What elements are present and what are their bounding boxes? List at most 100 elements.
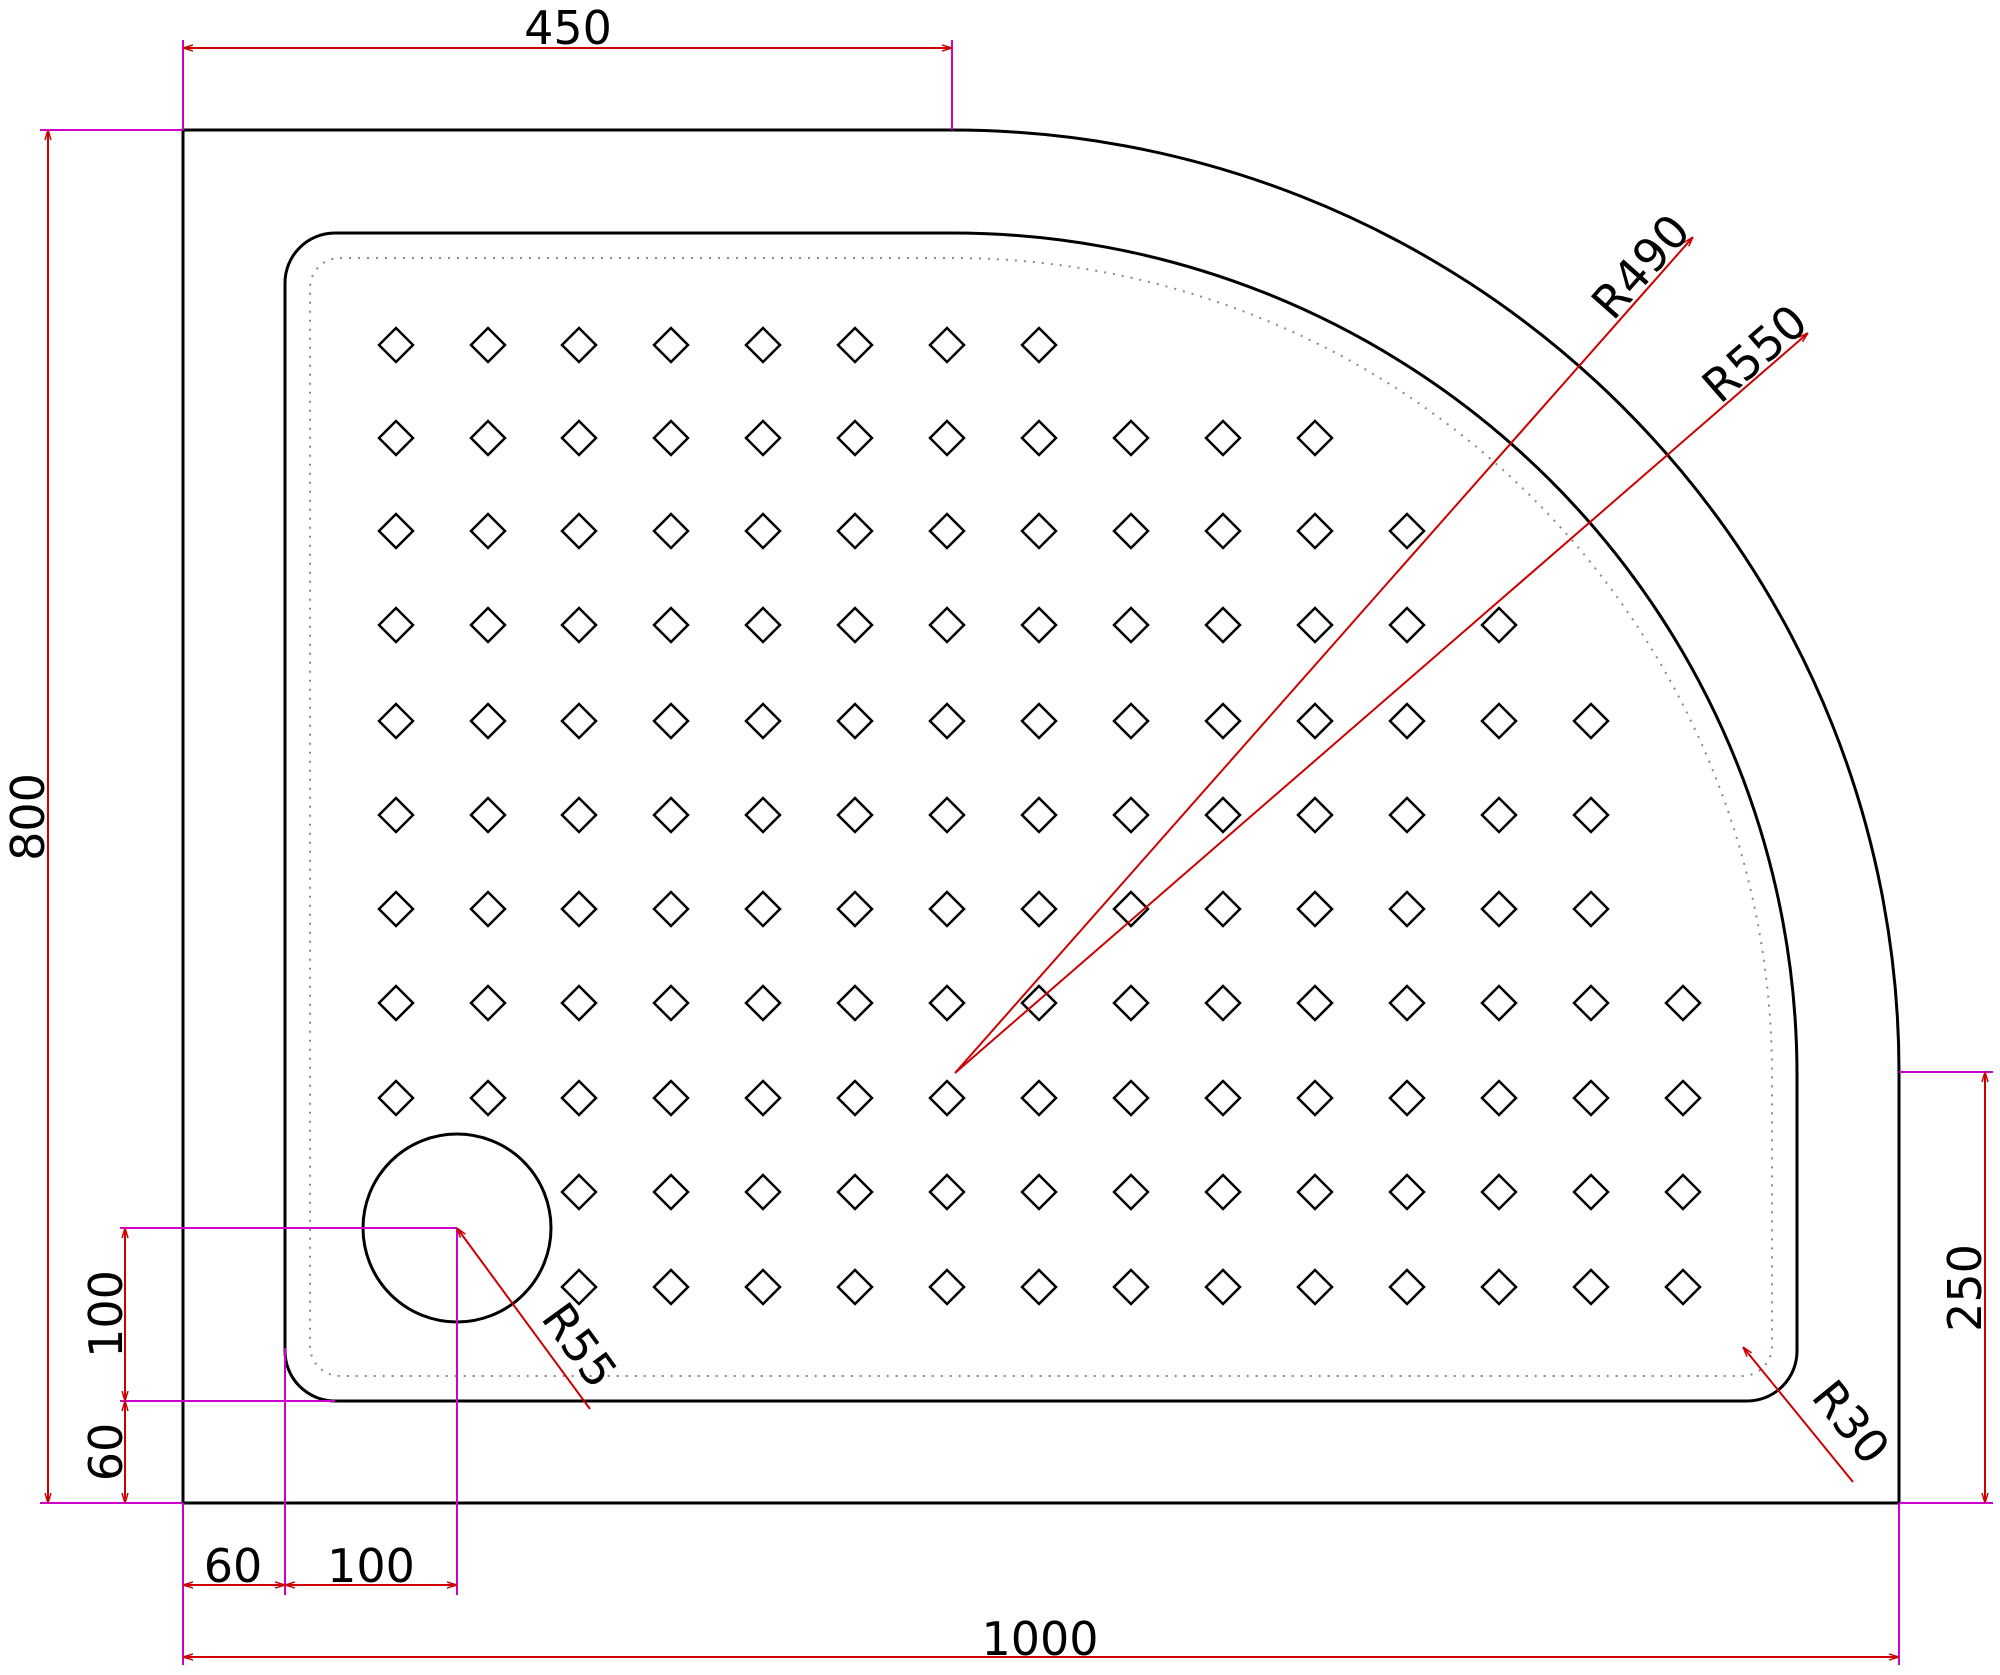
anti-slip-diamond [836,890,874,928]
anti-slip-diamond [1112,1173,1150,1211]
anti-slip-diamond [560,984,598,1022]
anti-slip-diamond [928,796,966,834]
anti-slip-diamond [1296,1079,1334,1117]
anti-slip-diamond [652,1268,690,1306]
anti-slip-diamond [560,326,598,364]
anti-slip-diamond [1664,984,1702,1022]
anti-slip-diamond [744,1079,782,1117]
anti-slip-diamond-pattern [377,326,1702,1306]
anti-slip-diamond [744,1173,782,1211]
anti-slip-diamond [744,984,782,1022]
tray-outer-outline [181,128,1901,1505]
anti-slip-diamond [560,1079,598,1117]
anti-slip-diamond [469,512,507,550]
anti-slip-diamond [560,796,598,834]
anti-slip-diamond [1020,1079,1058,1117]
anti-slip-diamond [469,702,507,740]
anti-slip-diamond [1112,606,1150,644]
anti-slip-diamond [1112,702,1150,740]
anti-slip-diamond [1388,1079,1426,1117]
anti-slip-diamond [469,1079,507,1117]
anti-slip-diamond [744,419,782,457]
anti-slip-diamond [1112,890,1150,928]
anti-slip-diamond [1388,512,1426,550]
dim-left-100: 100 [79,1270,133,1358]
anti-slip-diamond [1204,702,1242,740]
radius-r550-label: R550 [1692,294,1818,413]
dim-top-450: 450 [524,1,612,55]
anti-slip-diamond [652,419,690,457]
anti-slip-diamond [1388,984,1426,1022]
anti-slip-diamond [1296,702,1334,740]
anti-slip-diamond [377,606,415,644]
anti-slip-diamond [1388,796,1426,834]
anti-slip-diamond [1296,796,1334,834]
dim-overall-width-1000: 1000 [981,1612,1098,1666]
anti-slip-diamond [377,512,415,550]
anti-slip-diamond [1204,606,1242,644]
anti-slip-diamond [469,326,507,364]
anti-slip-diamond [560,419,598,457]
dim-left-60: 60 [79,1423,133,1482]
anti-slip-diamond [1020,1173,1058,1211]
anti-slip-diamond [928,512,966,550]
anti-slip-diamond [1204,890,1242,928]
anti-slip-diamond [836,984,874,1022]
anti-slip-diamond [836,1268,874,1306]
anti-slip-diamond [377,890,415,928]
anti-slip-diamond [652,1079,690,1117]
anti-slip-diamond [469,984,507,1022]
anti-slip-diamond [928,419,966,457]
anti-slip-diamond [1480,702,1518,740]
anti-slip-diamond [928,606,966,644]
anti-slip-diamond [744,702,782,740]
anti-slip-diamond [1204,796,1242,834]
anti-slip-diamond [744,796,782,834]
anti-slip-diamond [1112,796,1150,834]
anti-slip-diamond [836,796,874,834]
anti-slip-diamond [928,890,966,928]
anti-slip-diamond [377,1079,415,1117]
anti-slip-diamond [652,326,690,364]
anti-slip-diamond [1572,984,1610,1022]
anti-slip-diamond [469,419,507,457]
anti-slip-diamond [1480,1268,1518,1306]
anti-slip-diamond [1020,1268,1058,1306]
anti-slip-diamond [560,512,598,550]
anti-slip-diamond [1388,1268,1426,1306]
anti-slip-diamond [1296,984,1334,1022]
anti-slip-diamond [1296,419,1334,457]
tray-inner-basin [283,231,1799,1403]
anti-slip-diamond [1664,1268,1702,1306]
anti-slip-diamond [1572,1173,1610,1211]
anti-slip-diamond [1480,1173,1518,1211]
anti-slip-diamond [1572,1268,1610,1306]
dim-bottom-100: 100 [327,1539,415,1593]
anti-slip-diamond [836,419,874,457]
anti-slip-diamond [744,326,782,364]
anti-slip-diamond [1204,1173,1242,1211]
anti-slip-diamond [377,796,415,834]
leader-r30 [1743,1347,1854,1483]
anti-slip-diamond [928,1079,966,1117]
anti-slip-diamond [1480,1079,1518,1117]
dim-right-250: 250 [1938,1244,1992,1332]
anti-slip-diamond [836,512,874,550]
anti-slip-diamond [1480,606,1518,644]
anti-slip-diamond [560,702,598,740]
radius-r490-label: R490 [1581,204,1701,329]
anti-slip-diamond [1572,702,1610,740]
anti-slip-diamond [744,890,782,928]
anti-slip-diamond [1112,984,1150,1022]
anti-slip-diamond [560,890,598,928]
anti-slip-diamond [1020,512,1058,550]
anti-slip-diamond [836,1079,874,1117]
anti-slip-diamond [652,984,690,1022]
anti-slip-diamond [1388,890,1426,928]
anti-slip-diamond [1204,984,1242,1022]
anti-slip-diamond [928,1268,966,1306]
anti-slip-diamond [377,984,415,1022]
extension-lines [40,40,1993,1665]
anti-slip-diamond [469,796,507,834]
